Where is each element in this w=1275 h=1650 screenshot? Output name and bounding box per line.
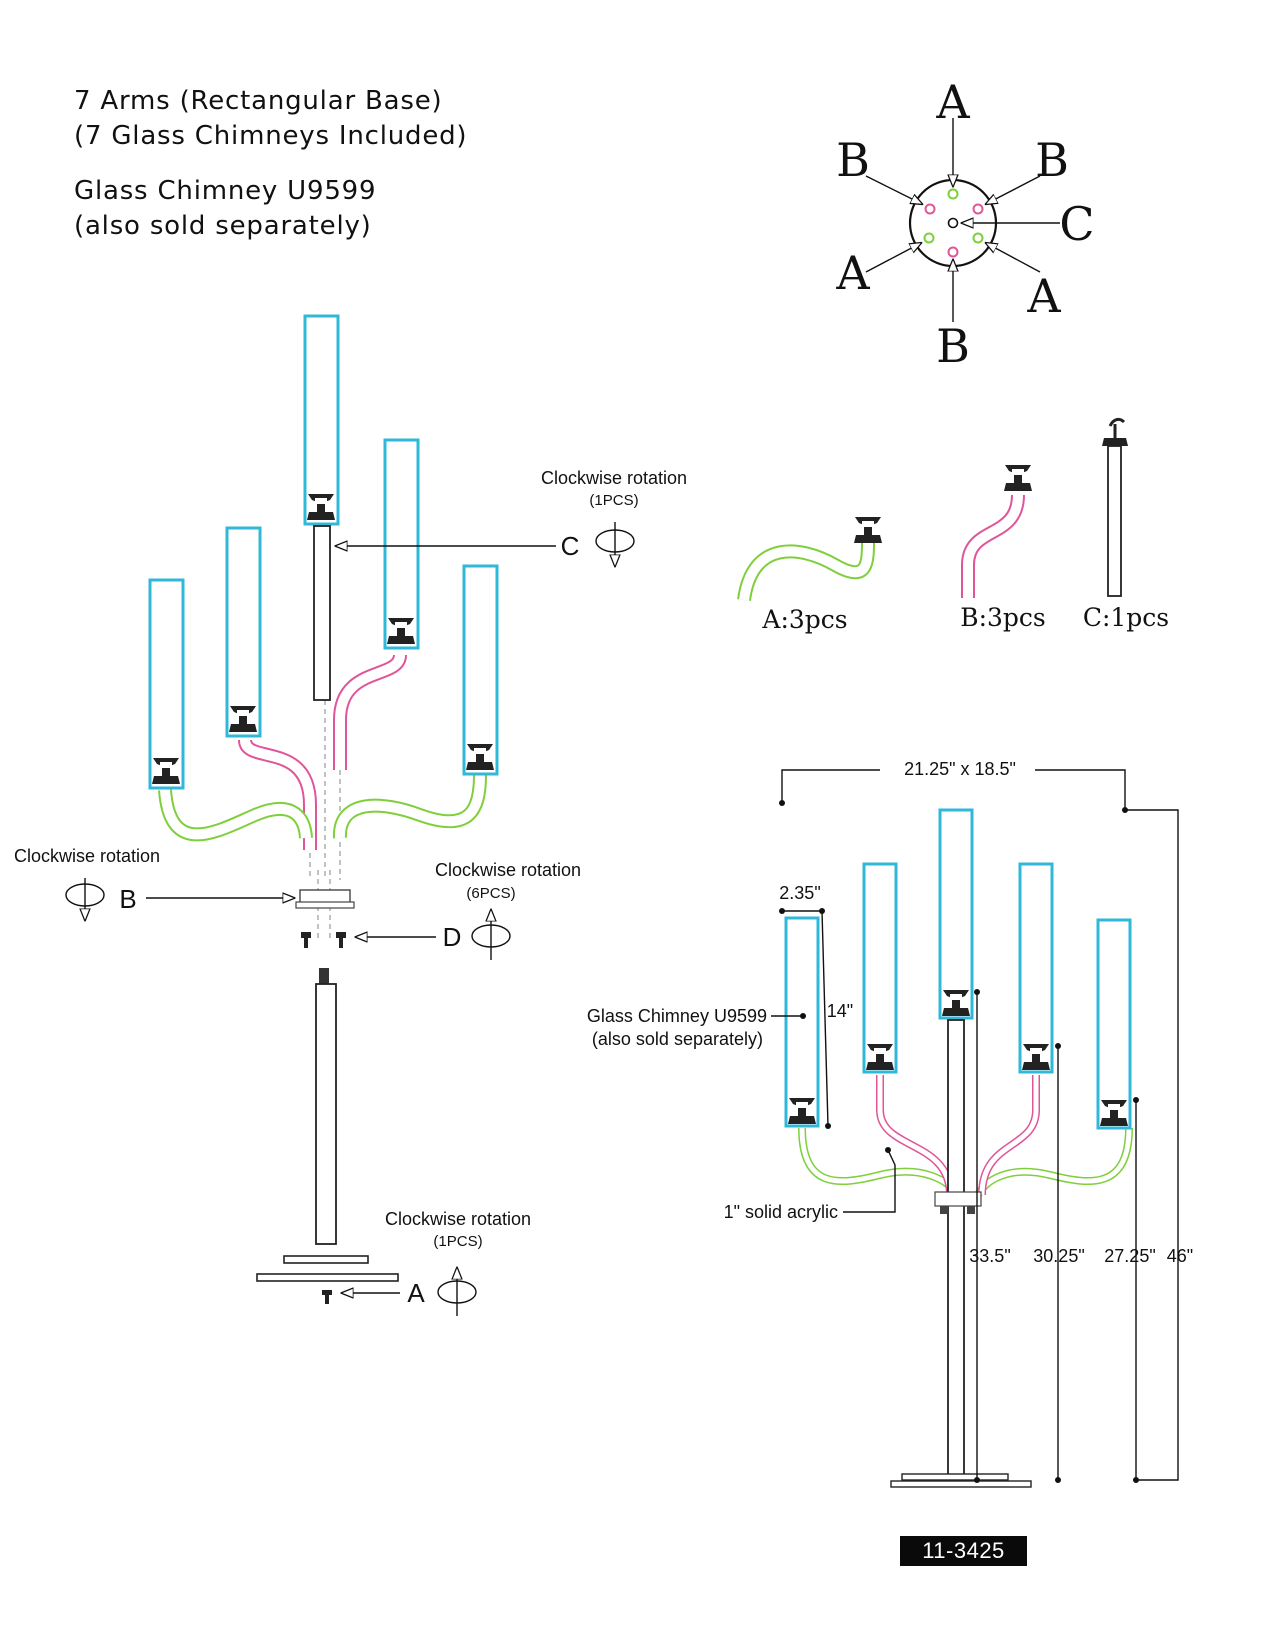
- dim-height-1: 33.5": [969, 1246, 1010, 1266]
- dimension-lines: 21.25" x 18.5" 2.35" 14" Glass Chimney U…: [587, 759, 1193, 1483]
- hole-label-lower-left: A: [835, 246, 870, 300]
- dim-chimney-height: 14": [827, 1001, 853, 1021]
- header-chimney-model: Glass Chimney U9599: [74, 176, 377, 206]
- callout-a-letter: A: [407, 1278, 425, 1308]
- exploded-assembly: [148, 314, 499, 1304]
- part-a-arm: [737, 517, 882, 602]
- header-chimney-note: (also sold separately): [74, 211, 372, 241]
- callout-a: Clockwise rotation (1PCS) A: [342, 1209, 531, 1316]
- dim-height-3: 27.25": [1104, 1246, 1155, 1266]
- rotation-a-title: Clockwise rotation: [385, 1209, 531, 1229]
- hole-label-top: A: [935, 75, 970, 129]
- callout-d: Clockwise rotation (6PCS) D: [356, 860, 581, 960]
- callout-c-letter: C: [561, 531, 580, 561]
- hole-label-bottom: B: [936, 319, 970, 373]
- parts-illustration: A:3pcs B:3pcs C:1pcs: [737, 417, 1169, 634]
- rotation-c-qty: (1PCS): [589, 492, 638, 509]
- callout-d-letter: D: [443, 922, 462, 952]
- dim-chimney-width: 2.35": [779, 883, 820, 903]
- rotation-d-qty: (6PCS): [466, 885, 515, 902]
- part-c-label: C:1pcs: [1083, 603, 1169, 632]
- dim-chimney-label-2: (also sold separately): [592, 1029, 763, 1049]
- rotation-a-qty: (1PCS): [433, 1233, 482, 1250]
- product-code-badge: 11-3425: [900, 1536, 1027, 1566]
- hole-label-center: C: [1059, 197, 1094, 251]
- hole-label-lower-right: A: [1026, 269, 1061, 323]
- hole-label-upper-right: B: [1035, 133, 1069, 187]
- dim-base: 21.25" x 18.5": [904, 759, 1016, 779]
- dim-height-2: 30.25": [1033, 1246, 1084, 1266]
- rotation-b-title: Clockwise rotation: [14, 846, 160, 866]
- part-c-post: [1102, 417, 1128, 597]
- part-a-label: A:3pcs: [761, 605, 847, 634]
- rotation-d-title: Clockwise rotation: [435, 860, 581, 880]
- dim-height-4: 46": [1167, 1246, 1193, 1266]
- dim-acrylic: 1" solid acrylic: [724, 1202, 838, 1222]
- callout-c: Clockwise rotation (1PCS) C: [336, 468, 687, 566]
- hole-label-upper-left: B: [836, 133, 870, 187]
- rotation-c-title: Clockwise rotation: [541, 468, 687, 488]
- part-b-label: B:3pcs: [960, 603, 1046, 632]
- header-title: 7 Arms (Rectangular Base): [74, 86, 443, 116]
- hole-layout-diagram: A B B C A A B: [835, 75, 1094, 373]
- part-b-arm: [961, 465, 1032, 598]
- assembled-product: [784, 808, 1133, 1488]
- callout-b: Clockwise rotation B: [14, 846, 294, 920]
- dim-chimney-label-1: Glass Chimney U9599: [587, 1006, 767, 1026]
- callout-b-letter: B: [119, 884, 136, 914]
- header-subtitle: (7 Glass Chimneys Included): [74, 121, 468, 151]
